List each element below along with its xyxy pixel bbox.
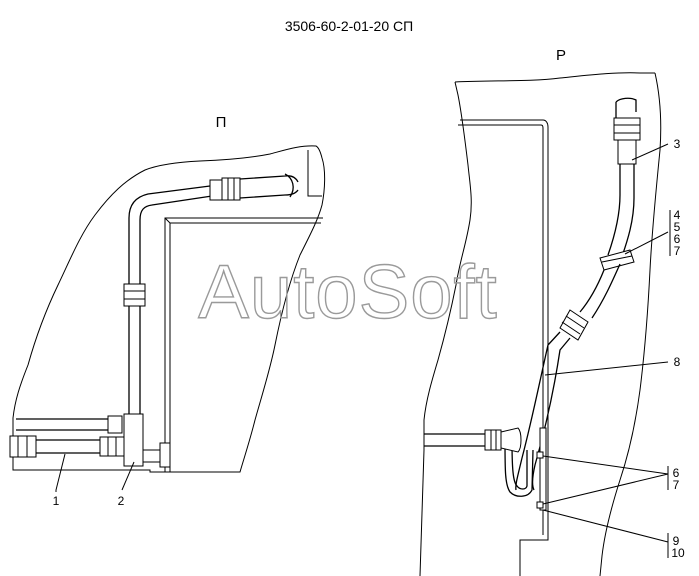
right-view bbox=[419, 72, 671, 576]
callout-9: 9 bbox=[673, 534, 680, 548]
callout-7-lower: 7 bbox=[673, 478, 680, 492]
horizontal-pipe-lower bbox=[36, 439, 108, 454]
right-horizontal-nut bbox=[484, 427, 522, 453]
leader-8 bbox=[544, 361, 669, 376]
callout-6-lower: 6 bbox=[673, 466, 680, 480]
left-view-panel-edge bbox=[307, 150, 322, 197]
mid-hose bbox=[579, 263, 621, 319]
callout-4: 4 bbox=[674, 208, 681, 222]
leader-9-10 bbox=[542, 509, 669, 543]
callout-8: 8 bbox=[674, 355, 681, 369]
watermark: AutoSoft bbox=[198, 250, 498, 335]
upper-hose bbox=[239, 175, 299, 199]
upper-hose-end bbox=[284, 173, 294, 198]
callout-10: 10 bbox=[671, 546, 685, 560]
mid-hose-nut bbox=[559, 309, 589, 341]
callout-1: 1 bbox=[53, 494, 60, 508]
callout-5: 5 bbox=[674, 220, 681, 234]
hose-clamp bbox=[599, 249, 635, 271]
left-vertical-pipe bbox=[128, 185, 213, 420]
leader-1 bbox=[55, 453, 66, 492]
view-label-right: Р bbox=[556, 47, 566, 64]
callout-6: 6 bbox=[674, 232, 681, 246]
panel-bracket bbox=[536, 427, 547, 511]
leader-2 bbox=[121, 461, 135, 491]
top-hose-nut bbox=[613, 117, 641, 165]
leader-4-7 bbox=[624, 231, 669, 255]
right-view-panel bbox=[458, 119, 549, 576]
callout-7: 7 bbox=[674, 244, 681, 258]
right-view-right-edge bbox=[599, 72, 662, 576]
view-label-left: П bbox=[216, 114, 227, 131]
callout-3: 3 bbox=[674, 137, 681, 151]
right-view-break-outline bbox=[419, 81, 472, 576]
left-view bbox=[9, 145, 326, 492]
leader-3 bbox=[631, 143, 669, 161]
leader-6-7-b bbox=[542, 473, 669, 505]
upper-hose-nut bbox=[209, 177, 241, 201]
drawing-title: 3506-60-2-01-20 СП bbox=[285, 18, 413, 34]
right-view-top-edge bbox=[454, 72, 655, 83]
top-hose bbox=[615, 97, 637, 120]
tee-block bbox=[123, 413, 171, 468]
left-view-panel bbox=[164, 217, 323, 472]
pipe-bend bbox=[504, 439, 534, 497]
callout-2: 2 bbox=[118, 494, 125, 508]
leader-6-7-a bbox=[542, 455, 669, 475]
horizontal-pipe-upper bbox=[16, 418, 108, 431]
horizontal-pipe-nuts bbox=[9, 415, 125, 458]
vertical-pipe-nut bbox=[123, 283, 146, 307]
right-horizontal-pipe bbox=[424, 433, 485, 447]
left-view-break-outline bbox=[12, 145, 326, 473]
top-hose-body bbox=[607, 164, 635, 263]
